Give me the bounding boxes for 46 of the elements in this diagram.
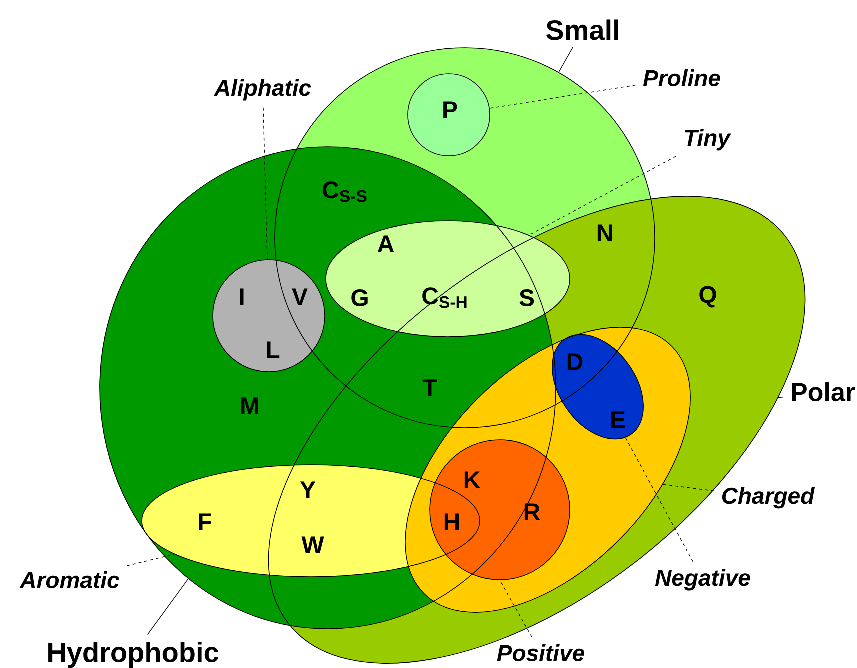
amino-acid-letter: A [378, 236, 394, 252]
amino-acid-letter: W [302, 536, 324, 554]
leader-line [625, 438, 694, 562]
set-label: Aromatic [20, 572, 120, 588]
leader-line [778, 396, 784, 398]
amino-acid-letter: Y [300, 482, 316, 498]
set-label: Negative [655, 569, 750, 591]
leader-line [263, 108, 268, 260]
leader-line [500, 580, 533, 638]
amino-acid-letter: E [612, 412, 626, 428]
set-circle [430, 440, 570, 580]
leader-line [126, 554, 175, 566]
amino-acid-letter: D [568, 354, 583, 370]
amino-acid-letter: L [267, 342, 280, 358]
set-label: Positive [497, 644, 584, 662]
amino-acid-letter: C$_{S-S}$ [323, 182, 367, 202]
amino-acid-letter: M [242, 398, 258, 414]
amino-acid-letter: N [598, 224, 612, 242]
amino-acid-letter: P [444, 102, 458, 118]
amino-acid-letter: H [444, 514, 460, 530]
set-label: Hydrophobic [48, 642, 219, 668]
amino-acid-letter: T [422, 380, 438, 396]
amino-acid-letter: Q [700, 286, 716, 308]
amino-acid-letter: K [464, 472, 480, 488]
set-label: Polar [792, 382, 856, 402]
amino-acid-letter: I [240, 288, 244, 306]
amino-acid-letter: C$_{S-H}$ [422, 288, 467, 308]
amino-acid-letter: R [524, 504, 540, 520]
set-circle [212, 260, 326, 372]
amino-acid-letter: G [352, 290, 368, 306]
amino-acid-letter: F [199, 514, 212, 530]
leader-line [662, 484, 714, 492]
set-ellipse [326, 220, 570, 338]
leader-line [490, 84, 636, 109]
set-label: Charged [722, 487, 816, 509]
set-label: Tiny [685, 129, 732, 151]
amino-acid-letter: V [292, 288, 308, 306]
set-ellipse [142, 464, 480, 578]
set-label: Small [546, 20, 618, 40]
set-label: Proline [643, 70, 720, 86]
leader-line [528, 156, 677, 236]
amino-acid-letter: S [520, 290, 534, 306]
set-circle [408, 74, 490, 156]
leader-line [147, 578, 189, 636]
leader-line [558, 47, 574, 73]
set-label: Aliphatic [214, 79, 312, 101]
